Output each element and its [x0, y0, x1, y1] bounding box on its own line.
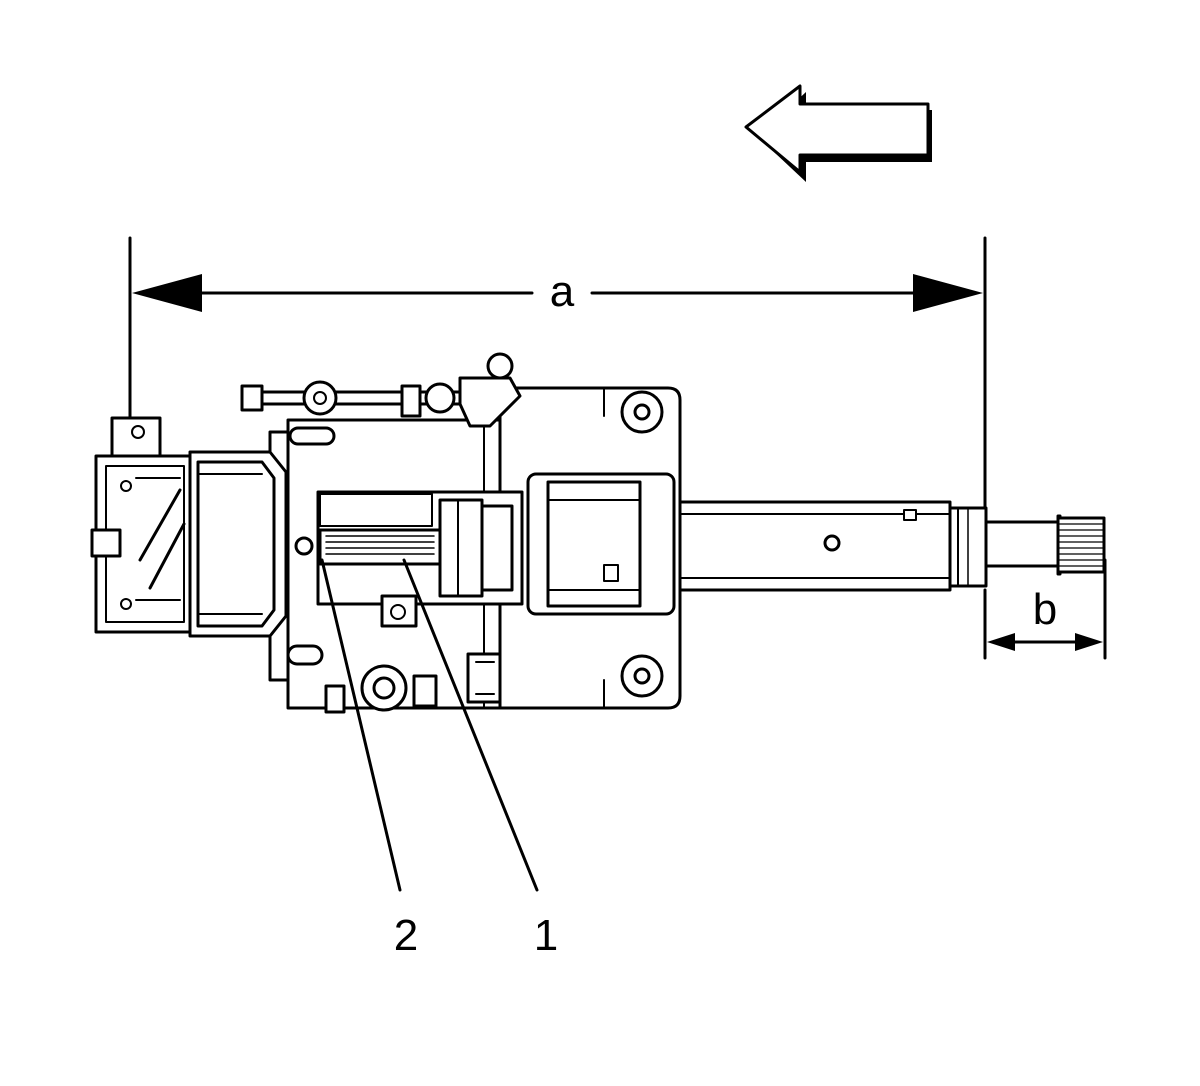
dimension-b: b — [983, 558, 1107, 660]
callout-1-leader-line — [402, 558, 539, 892]
dimension-b-label: b — [1033, 585, 1057, 634]
motor-housing — [526, 472, 676, 616]
steering-column — [90, 352, 1106, 714]
dimension-a-right-arrowhead — [913, 274, 983, 312]
column-shaft — [678, 500, 1106, 592]
dimension-b-left-arrowhead — [987, 633, 1015, 651]
callout-2-leader-line — [320, 558, 402, 892]
upper-housing — [90, 416, 288, 638]
dimension-a-label: a — [550, 267, 575, 316]
callout-2-label: 2 — [394, 911, 418, 960]
callout-2: 2 — [320, 558, 418, 960]
column-body — [240, 352, 524, 714]
dimension-b-right-arrowhead — [1075, 633, 1103, 651]
dimension-a-left-arrowhead — [132, 274, 202, 312]
callout-1: 1 — [402, 558, 558, 960]
left-arrow-icon — [744, 84, 932, 182]
callout-1-label: 1 — [534, 911, 558, 960]
